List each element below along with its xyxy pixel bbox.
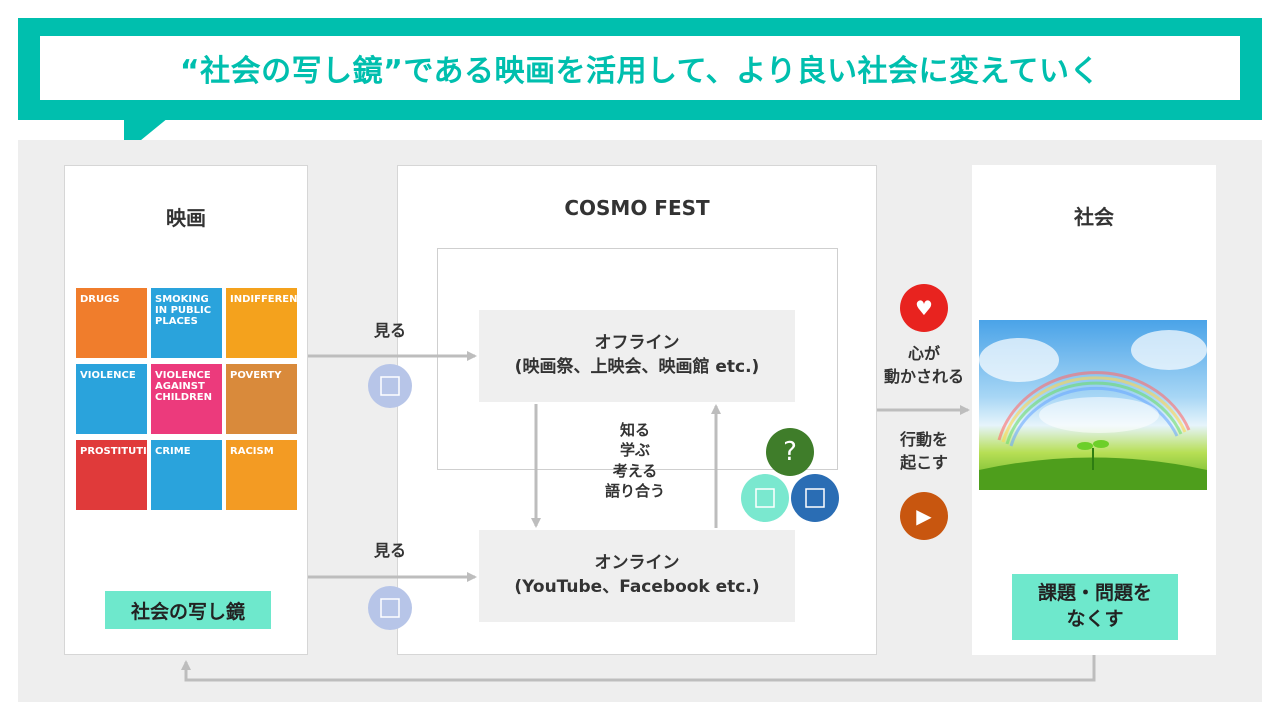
poster-crime: CRIME [151,440,222,510]
banner-title: “社会の写し鏡”である映画を活用して、より良い社会に変えていく [40,36,1240,100]
offline-detail: (映画祭、上映会、映画館 etc.) [514,357,760,377]
arrow-society-to-movies [181,655,1096,682]
offline-box: オフライン (映画祭、上映会、映画館 etc.) [479,310,795,402]
action-label: 行動を 起こす [899,430,948,473]
society-title: 社会 [1074,205,1114,229]
online-title: オンライン [594,553,680,574]
poster-prostitution: PROSTITUTION [76,440,147,510]
poster-indifference: INDIFFERENCE [226,288,297,358]
poster-smoking: SMOKING IN PUBLIC PLACES [151,288,222,358]
people-icon [791,474,839,522]
cosmo-fest-title: COSMO FEST [564,196,710,220]
society-panel: 社会 課題・問題を なくす [972,165,1216,655]
eye-icon-top [368,364,412,408]
question-icon: ? [766,428,814,476]
offline-title: オフライン [594,333,680,354]
heart-icon: ♥ [900,284,948,332]
online-box: オンライン (YouTube、Facebook etc.) [479,530,795,622]
poster-racism: RACISM [226,440,297,510]
solve-problems-tag: 課題・問題を なくす [1012,574,1178,640]
poster-violence: VIOLENCE [76,364,147,434]
see-label-top: 見る [373,321,406,340]
rainbow-sprout-image [979,320,1207,490]
chat-icon [741,474,789,522]
mirror-of-society-tag: 社会の写し鏡 [105,591,271,629]
movies-title: 映画 [166,206,206,230]
poster-grid: DRUGS SMOKING IN PUBLIC PLACES INDIFFERE… [76,288,299,518]
see-label-bottom: 見る [373,541,406,560]
eye-icon-bottom [368,586,412,630]
online-detail: (YouTube、Facebook etc.) [514,577,760,597]
moved-label: 心が 動かされる [883,344,964,387]
poster-poverty: POVERTY [226,364,297,434]
poster-drugs: DRUGS [76,288,147,358]
poster-violence-children: VIOLENCE AGAINST CHILDREN [151,364,222,434]
play-icon: ▶ [900,492,948,540]
movies-panel: 映画 DRUGS SMOKING IN PUBLIC PLACES INDIFF… [64,165,308,655]
learn-label: 知る 学ぶ 考える 語り合う [604,421,665,500]
